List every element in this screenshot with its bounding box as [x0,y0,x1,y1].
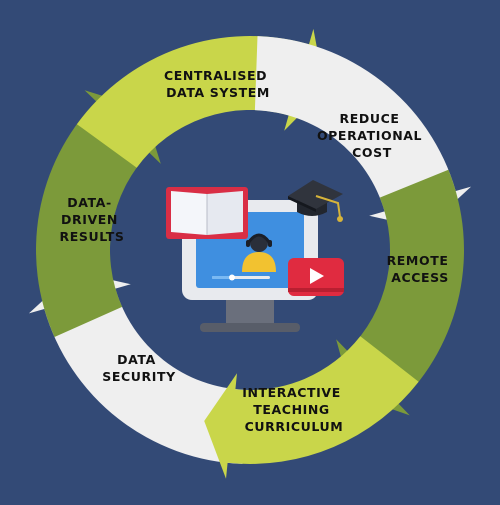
label-line: RESULTS [60,229,125,244]
label-line: ACCESS [391,270,449,285]
cycle-arrow-interactive [254,36,472,229]
label-line: INTERACTIVE [242,385,341,400]
label-line: TEACHING [253,402,330,417]
label-centralised: CENTRALISED DATA SYSTEM [164,68,272,100]
label-line: DATA- [67,195,112,210]
label-reduce-cost: REDUCE OPERATIONAL COST [317,111,427,160]
label-line: DATA [117,352,156,367]
cycle-arrow-data-driven [204,336,419,479]
cycle-arrows [28,28,472,479]
label-line: COST [352,145,392,160]
graduation-cap-icon [288,180,343,222]
teacher-avatar-icon [242,233,276,272]
label-line: SECURITY [102,369,176,384]
label-security: DATA SECURITY [102,352,176,384]
center-illustration [166,180,344,332]
label-remote-access: REMOTE ACCESS [387,253,454,285]
label-interactive: INTERACTIVE TEACHING CURRICULUM [242,385,346,434]
label-line: REMOTE [387,253,449,268]
play-button-icon [288,258,344,296]
open-book-icon [166,187,248,239]
label-line: OPERATIONAL [317,128,422,143]
label-line: CURRICULUM [245,419,344,434]
label-data-driven: DATA- DRIVEN RESULTS [60,195,125,244]
label-line: CENTRALISED [164,68,267,83]
label-line: DRIVEN [61,212,118,227]
label-line: REDUCE [340,111,400,126]
label-line: DATA SYSTEM [166,85,270,100]
